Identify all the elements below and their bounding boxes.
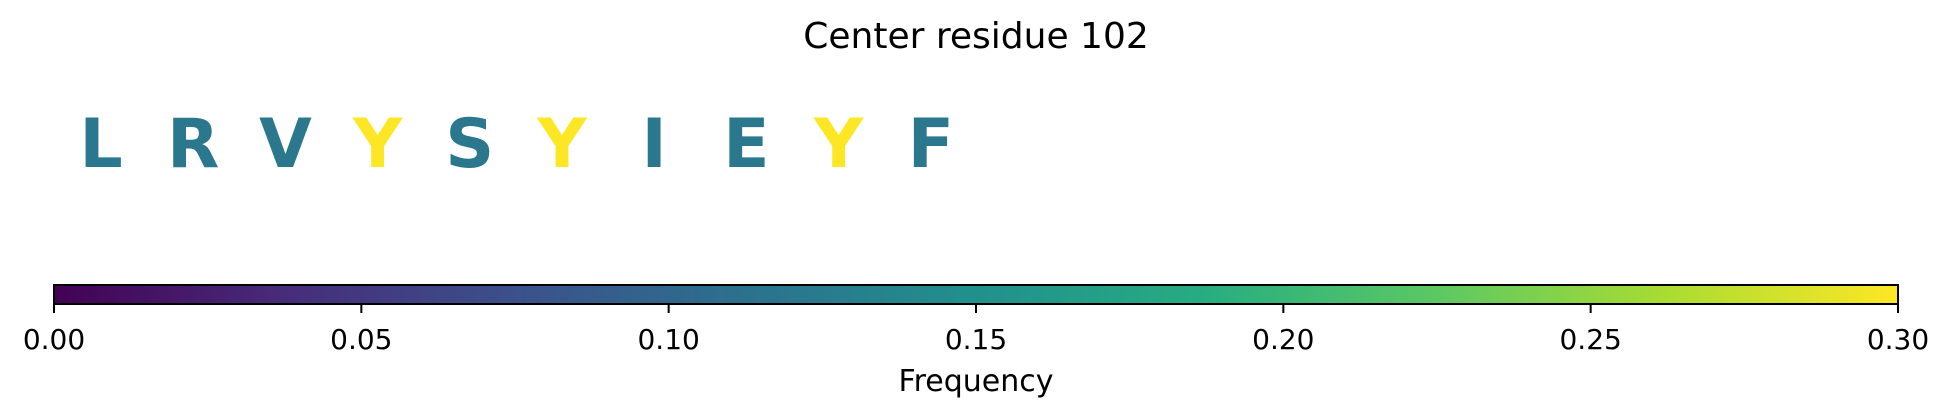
residue-letter-1: R: [167, 105, 219, 184]
residue-letter-6: I: [642, 105, 667, 184]
residue-letter-5: Y: [536, 105, 587, 184]
colorbar: [53, 284, 1899, 305]
residue-letter-9: F: [908, 105, 954, 184]
chart-title: Center residue 102: [803, 16, 1149, 57]
residue-letter-3: Y: [352, 105, 403, 184]
colorbar-tick-label: 0.00: [23, 323, 85, 356]
residue-letter-4: S: [445, 105, 494, 184]
residue-letter-7: E: [723, 105, 769, 184]
colorbar-tick-label: 0.10: [637, 323, 699, 356]
residue-letter-8: Y: [813, 105, 864, 184]
colorbar-tick-label: 0.30: [1867, 323, 1929, 356]
colorbar-label: Frequency: [899, 364, 1054, 399]
colorbar-tick-label: 0.25: [1559, 323, 1621, 356]
residue-letter-2: V: [259, 105, 312, 184]
colorbar-tick-label: 0.15: [945, 323, 1007, 356]
colorbar-ticks: 0.00 0.05 0.10 0.15 0.20 0.25 0.30: [23, 304, 1929, 356]
colorbar-tick-label: 0.05: [330, 323, 392, 356]
colorbar-tick-label: 0.20: [1252, 323, 1314, 356]
residue-letter-0: L: [79, 105, 122, 184]
